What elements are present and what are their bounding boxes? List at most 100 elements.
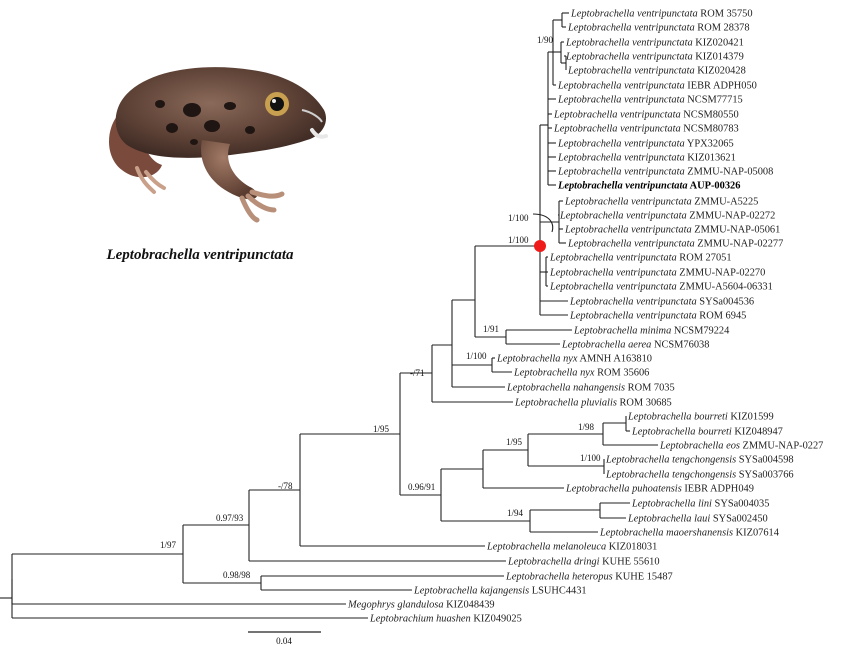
tip-label: Leptobrachella laui SYSa002450 [627, 514, 768, 525]
tip-voucher: ZMMU-NAP-05008 [685, 167, 774, 178]
tip-voucher: SYSa004598 [736, 455, 793, 466]
tip-voucher: IEBR ADPH049 [682, 484, 754, 495]
tip-voucher: SYSa003766 [736, 470, 793, 481]
tip-label: Leptobrachella ventripunctata ROM 27051 [549, 253, 732, 264]
support-value: 1/100 [466, 351, 487, 361]
tip-voucher: IEBR ADPH050 [685, 81, 757, 92]
tip-label: Leptobrachella eos ZMMU-NAP-0227 [659, 441, 823, 452]
tip-species: Leptobrachella melanoleuca [486, 542, 606, 553]
tip-voucher: KIZ01599 [728, 412, 774, 423]
tip-voucher: KIZ049025 [471, 614, 522, 625]
support-value: 0.96/91 [408, 482, 435, 492]
support-value: 1/91 [483, 324, 499, 334]
tip-label: Megophrys glandulosa KIZ048439 [347, 600, 495, 611]
tip-species: Leptobrachella ventripunctata [549, 282, 677, 293]
tip-voucher: NCSM76038 [651, 340, 709, 351]
tip-species: Leptobrachella ventripunctata [557, 139, 685, 150]
tip-label: Leptobrachella ventripunctata ZMMU-A5225 [564, 197, 758, 208]
tip-voucher: SYSa002450 [710, 514, 767, 525]
tip-species: Leptobrachella lini [631, 499, 712, 510]
tip-label: Leptobrachella ventripunctata NCSM80783 [553, 124, 739, 135]
tip-species: Leptobrachella laui [627, 514, 710, 525]
tip-species: Leptobrachella kajangensis [413, 586, 529, 597]
tip-voucher: NCSM80783 [681, 124, 739, 135]
support-values: 1/901/1001/1001/911/100-/711/951/981/951… [160, 35, 601, 580]
tip-voucher: AUP-00326 [688, 181, 741, 192]
tip-label: Leptobrachella lini SYSa004035 [631, 499, 769, 510]
tip-label: Leptobrachella ventripunctata KIZ020421 [565, 38, 744, 49]
tip-label: Leptobrachella kajangensis LSUHC4431 [413, 586, 587, 597]
tip-species: Leptobrachella maoershanensis [599, 528, 733, 539]
tip-voucher: KIZ07614 [733, 528, 780, 539]
tip-label: Leptobrachella ventripunctata ROM 35750 [570, 9, 753, 20]
tip-label: Leptobrachella ventripunctata AUP-00326 [557, 181, 740, 192]
tip-species: Leptobrachella ventripunctata [557, 95, 685, 106]
tip-species: Leptobrachella puhoatensis [565, 484, 682, 495]
tip-species: Leptobrachella ventripunctata [567, 239, 695, 250]
tip-species: Leptobrachella ventripunctata [549, 253, 677, 264]
scale-bar-label: 0.04 [276, 636, 292, 645]
tip-species: Leptobrachella dringi [507, 557, 600, 568]
tip-voucher: AMNH A163810 [578, 354, 652, 365]
tip-species: Leptobrachella bourreti [631, 427, 732, 438]
tip-species: Leptobrachella ventripunctata [559, 211, 687, 222]
tip-species: Leptobrachella ventripunctata [564, 197, 692, 208]
tip-label: Leptobrachella aerea NCSM76038 [561, 340, 709, 351]
tip-voucher: KIZ013621 [685, 153, 736, 164]
support-value: 1/100 [580, 453, 601, 463]
tip-species: Leptobrachella ventripunctata [567, 23, 695, 34]
support-value: 0.97/93 [216, 513, 244, 523]
tip-label: Leptobrachella ventripunctata NCSM77715 [557, 95, 743, 106]
tip-label: Leptobrachella nahangensis ROM 7035 [506, 383, 675, 394]
tip-voucher: ZMMU-A5225 [692, 197, 759, 208]
tip-label: Leptobrachella ventripunctata ROM 6945 [569, 311, 746, 322]
tip-label: Leptobrachella bourreti KIZ01599 [627, 412, 774, 423]
tip-voucher: ZMMU-NAP-02270 [677, 268, 766, 279]
tip-voucher: KUHE 15487 [613, 572, 673, 583]
tip-species: Leptobrachella ventripunctata [557, 181, 688, 192]
tip-species: Leptobrachella nyx [513, 368, 595, 379]
tip-label: Leptobrachella pluvialis ROM 30685 [514, 398, 672, 409]
tip-voucher: KIZ018031 [606, 542, 657, 553]
tip-species: Leptobrachella ventripunctata [557, 153, 685, 164]
support-value: 1/90 [537, 35, 554, 45]
tip-label: Leptobrachella dringi KUHE 55610 [507, 557, 660, 568]
tip-voucher: SYSa004035 [712, 499, 769, 510]
support-value: 1/100 [508, 235, 529, 245]
tip-voucher: ZMMU-NAP-02272 [687, 211, 776, 222]
highlight-node-marker [534, 240, 546, 252]
tip-voucher: LSUHC4431 [529, 586, 586, 597]
tip-voucher: KIZ048439 [444, 600, 495, 611]
support-value: 1/94 [507, 508, 524, 518]
tip-species: Leptobrachella ventripunctata [565, 52, 693, 63]
tip-label: Leptobrachella minima NCSM79224 [573, 326, 730, 337]
tip-voucher: KIZ014379 [693, 52, 744, 63]
tip-species: Leptobrachella ventripunctata [553, 124, 681, 135]
tip-species: Leptobrachella nahangensis [506, 383, 625, 394]
tip-voucher: NCSM79224 [671, 326, 730, 337]
tip-voucher: ROM 7035 [625, 383, 675, 394]
tip-species: Leptobrachella aerea [561, 340, 651, 351]
tip-voucher: YPX32065 [685, 139, 734, 150]
tip-species: Leptobrachella ventripunctata [553, 110, 681, 121]
tip-species: Leptobrachella ventripunctata [569, 297, 697, 308]
tip-label: Leptobrachella bourreti KIZ048947 [631, 427, 783, 438]
tip-species: Leptobrachella pluvialis [514, 398, 617, 409]
tip-species: Leptobrachella ventripunctata [565, 38, 693, 49]
tip-voucher: NCSM80550 [681, 110, 739, 121]
tip-voucher: ROM 30685 [617, 398, 672, 409]
tip-species: Leptobrachella ventripunctata [567, 66, 695, 77]
tip-label: Leptobrachella ventripunctata ZMMU-NAP-0… [559, 211, 775, 222]
tip-label: Leptobrachella ventripunctata ZMMU-NAP-0… [557, 167, 773, 178]
tip-voucher: SYSa004536 [697, 297, 754, 308]
tip-voucher: ROM 27051 [677, 253, 732, 264]
tip-label: Leptobrachella tengchongensis SYSa003766 [605, 470, 794, 481]
tip-voucher: ROM 35606 [595, 368, 650, 379]
clade-bracket [533, 214, 553, 232]
tip-voucher: ROM 35750 [698, 9, 753, 20]
tip-label: Leptobrachella ventripunctata KIZ013621 [557, 153, 736, 164]
tip-voucher: NCSM77715 [685, 95, 743, 106]
tip-species: Leptobrachella heteropus [505, 572, 613, 583]
tip-label: Leptobrachella heteropus KUHE 15487 [505, 572, 673, 583]
